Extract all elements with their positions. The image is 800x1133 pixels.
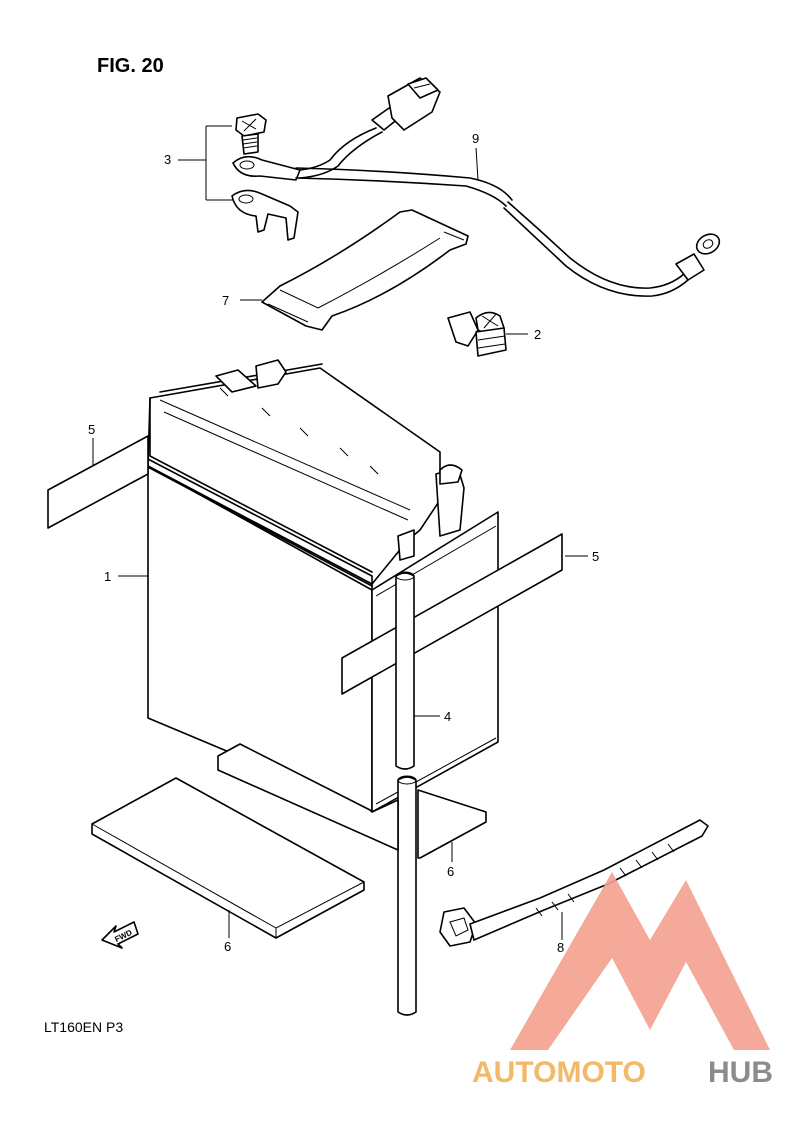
callout-4: 4 xyxy=(444,709,451,724)
figure-code: LT160EN P3 xyxy=(44,1019,123,1035)
callouts: 3 7 2 5 5 1 4 6 6 8 9 xyxy=(88,125,599,955)
wire-band xyxy=(439,819,709,947)
watermark-text-gray: HUB xyxy=(708,1056,773,1089)
breather-tube xyxy=(395,571,417,1016)
callout-9: 9 xyxy=(472,131,479,146)
callout-5-right: 5 xyxy=(592,549,599,564)
terminal-screw xyxy=(447,311,507,357)
watermark-text-colored: AUTOMOTO xyxy=(472,1056,646,1089)
terminal-bolt-assembly xyxy=(231,113,301,241)
callout-6-left: 6 xyxy=(224,939,231,954)
callout-3: 3 xyxy=(164,152,171,167)
figure-title: FIG. 20 xyxy=(97,55,164,77)
pad-left xyxy=(47,435,149,529)
callout-2: 2 xyxy=(534,327,541,342)
battery xyxy=(145,359,499,813)
callout-7: 7 xyxy=(222,293,229,308)
battery-strap xyxy=(261,209,469,331)
callout-8: 8 xyxy=(557,940,564,955)
callout-1: 1 xyxy=(104,569,111,584)
callout-5-left: 5 xyxy=(88,422,95,437)
wire-harness xyxy=(295,77,721,297)
watermark-logo xyxy=(510,872,770,1050)
fwd-arrow-icon: FWD xyxy=(101,921,139,949)
callout-6-right: 6 xyxy=(447,864,454,879)
watermark-mark xyxy=(510,872,770,1050)
sheet-under-battery xyxy=(217,743,487,859)
sheet-floor xyxy=(91,777,365,939)
